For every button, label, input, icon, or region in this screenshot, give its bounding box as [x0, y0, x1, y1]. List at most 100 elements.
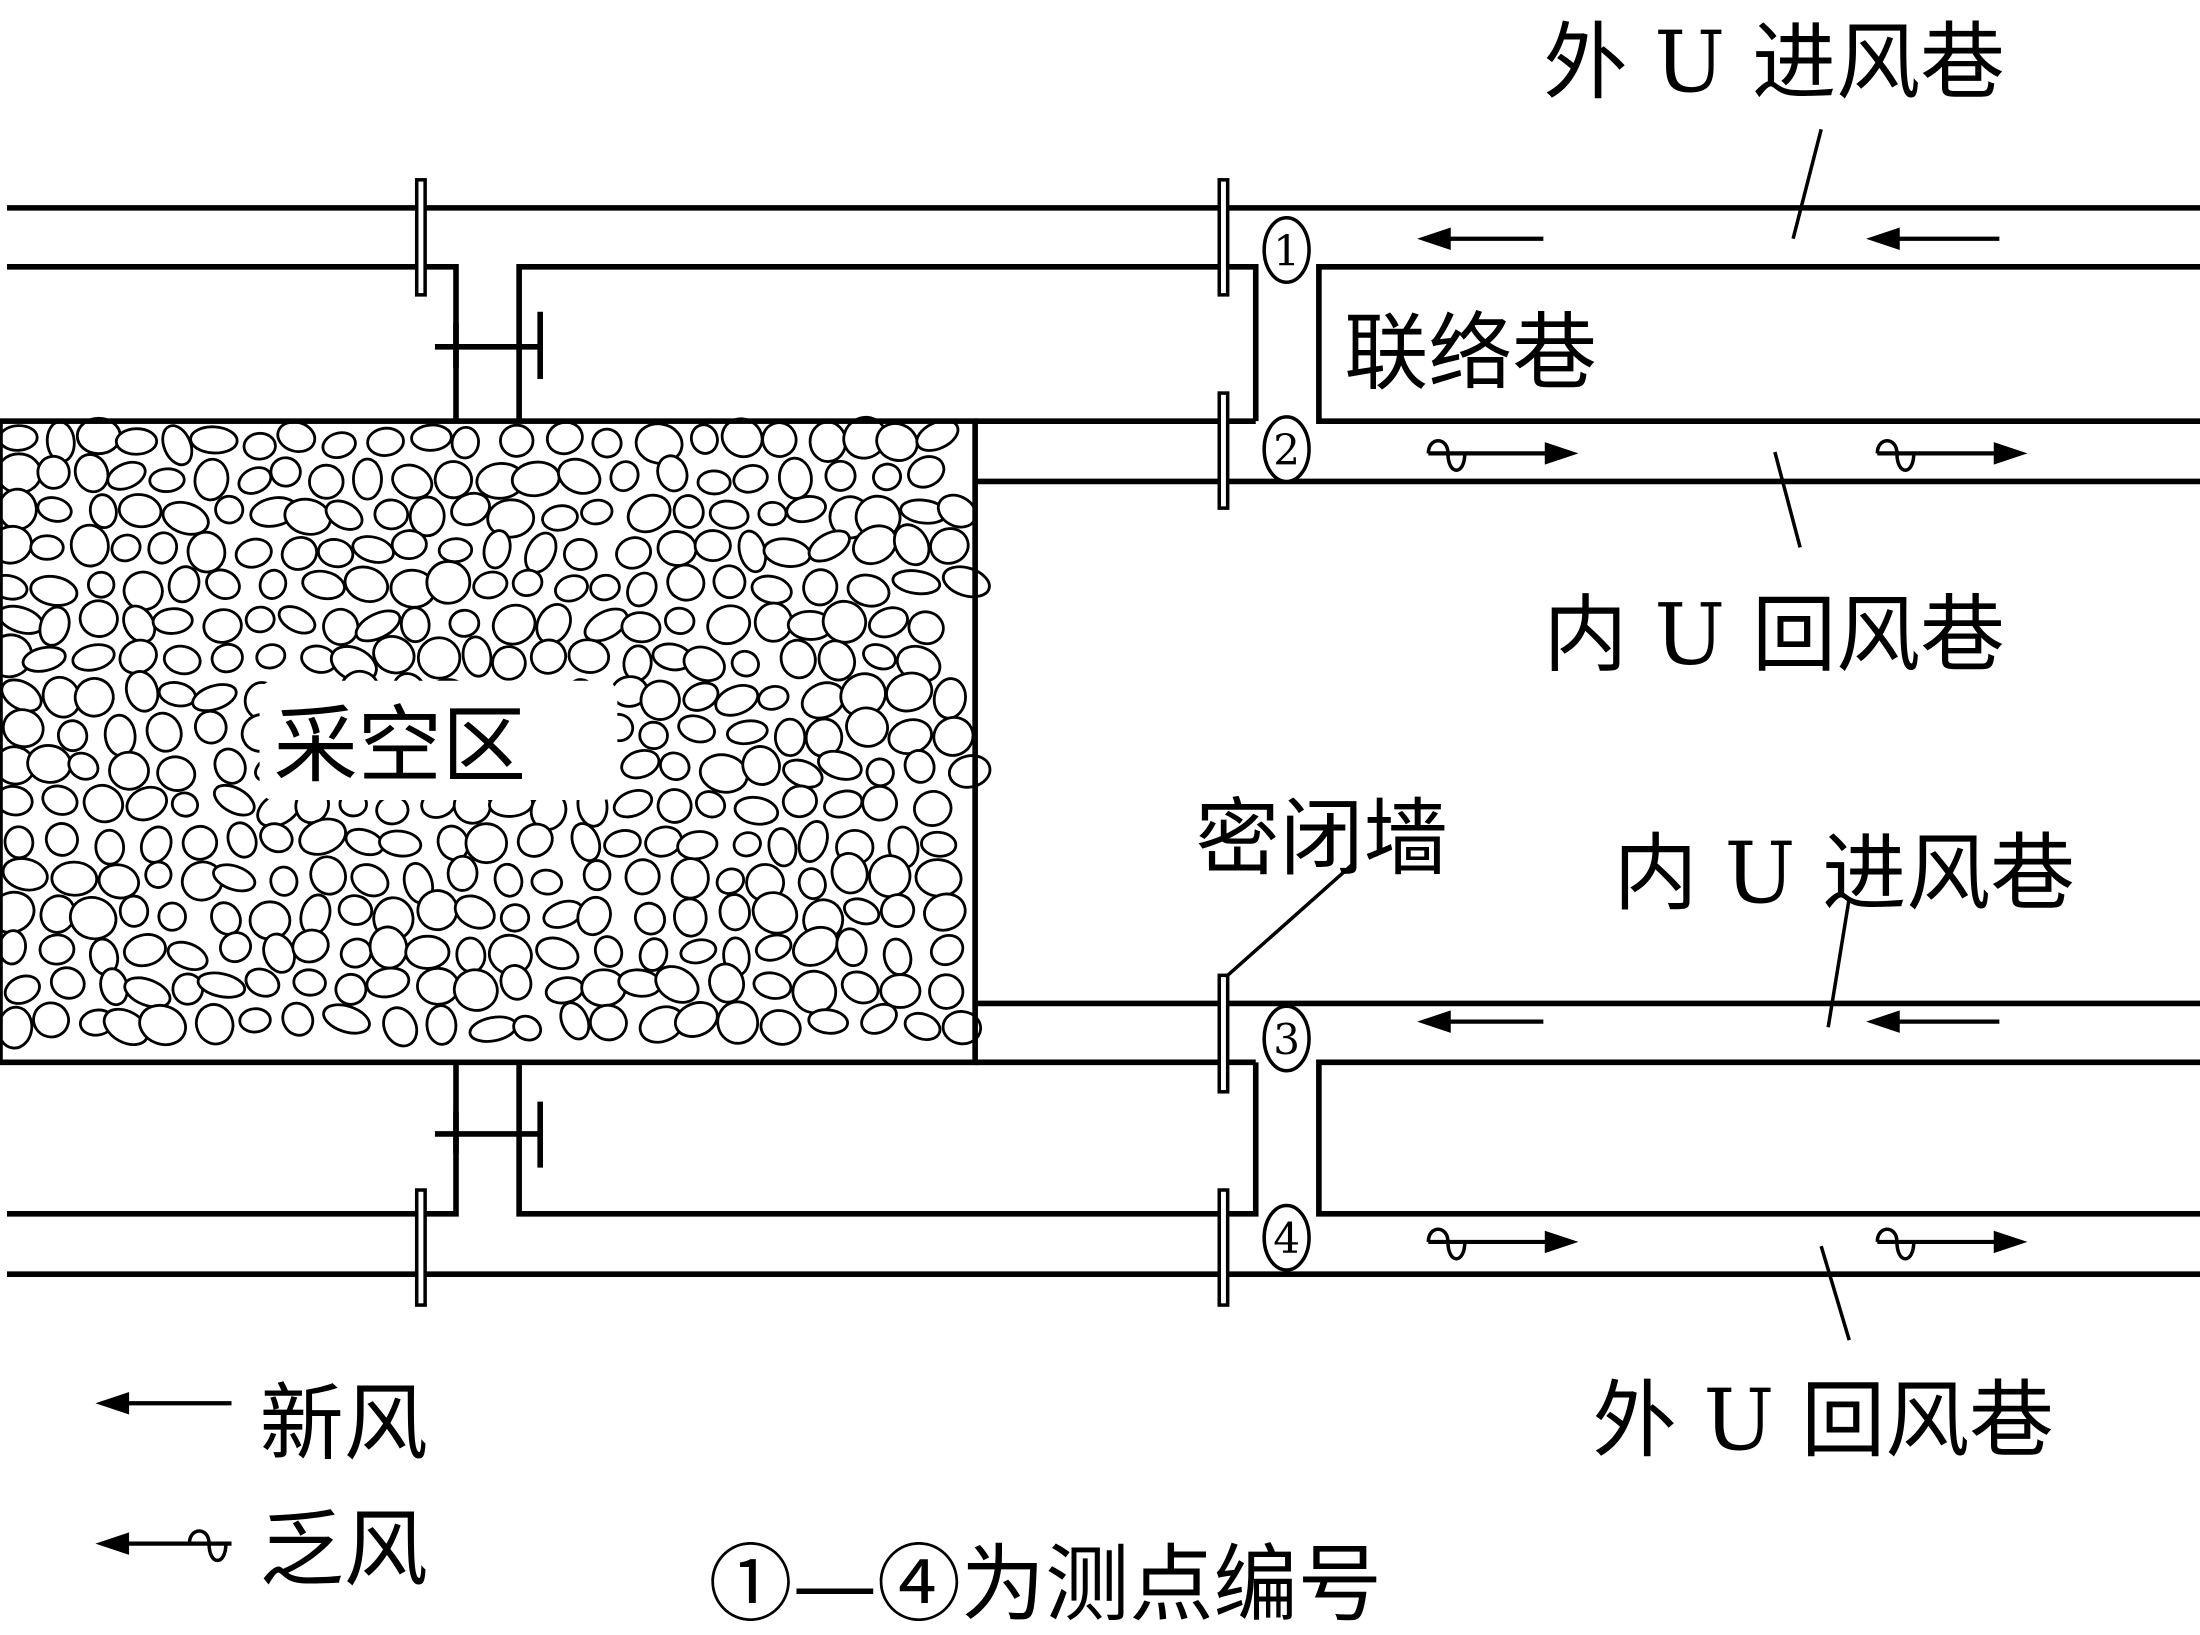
seal-wall-marker	[1217, 973, 1230, 1094]
rubble-stone	[516, 822, 554, 858]
rubble-stone	[38, 933, 76, 966]
rubble-stone	[161, 500, 210, 536]
svg-text:2: 2	[1273, 426, 1300, 475]
rubble-stone	[689, 423, 719, 455]
rubble-stone	[1, 857, 49, 892]
rubble-stone	[562, 538, 598, 571]
connection-roadway-label: 联络巷	[1344, 304, 1597, 402]
rubble-stone	[212, 863, 257, 893]
rubble-stone	[186, 530, 227, 574]
outer-intake-label: 外 U 进风巷	[1543, 13, 2004, 111]
rubble-stone	[194, 709, 228, 745]
stale-air-arrow	[1875, 1227, 2028, 1261]
rubble-stone	[157, 901, 187, 932]
rubble-stone	[714, 684, 760, 717]
rubble-stone	[281, 1001, 315, 1037]
rubble-stone	[97, 863, 140, 900]
point-4: 4	[1262, 1203, 1311, 1272]
outer-return-label: 外 U 回风巷	[1592, 1372, 2053, 1470]
rubble-stone	[238, 1007, 272, 1034]
rubble-stone	[751, 891, 799, 935]
rubble-stone	[913, 790, 953, 827]
rubble-stone	[754, 933, 793, 962]
rubble-stone	[835, 927, 868, 967]
svg-text:3: 3	[1273, 1015, 1300, 1064]
rubble-stone	[269, 865, 299, 897]
rubble-stone	[929, 933, 965, 967]
rubble-stone	[29, 574, 79, 607]
rubble-stone	[38, 605, 71, 647]
rubble-stone	[923, 892, 967, 932]
legend: 新风 乏风 ①—④为测点编号	[95, 1374, 1382, 1634]
rubble-stone	[620, 611, 662, 644]
fresh-air-arrow	[1866, 1010, 2000, 1033]
point-1: 1	[1262, 215, 1311, 284]
rubble-stone	[255, 643, 287, 670]
rubble-stone	[373, 498, 410, 531]
rubble-stone	[767, 827, 798, 868]
rubble-stone	[928, 973, 965, 1010]
rubble-stone	[352, 457, 383, 501]
rubble-stone	[351, 535, 395, 564]
rubble-stone	[73, 453, 110, 494]
rubble-stone	[0, 784, 34, 817]
rubble-stone	[752, 971, 793, 1000]
rubble-stone	[366, 426, 405, 457]
rubble-stone	[448, 608, 481, 638]
rubble-stone	[792, 925, 839, 967]
rubble-stone	[620, 749, 661, 780]
rubble-stone	[732, 831, 762, 858]
rubble-stone	[626, 493, 672, 534]
rubble-stone	[861, 784, 898, 822]
rubble-stone	[205, 568, 241, 600]
rubble-stone	[322, 607, 360, 646]
rubble-stone	[36, 454, 71, 490]
rubble-stone	[138, 1003, 187, 1047]
rubble-stone	[404, 934, 451, 970]
rubble-stone	[248, 900, 292, 941]
rubble-stone	[830, 852, 869, 895]
rubble-stone	[583, 607, 629, 643]
rubble-stone	[193, 457, 230, 502]
rubble-stone	[797, 820, 829, 863]
rubble-stone	[757, 500, 788, 527]
rubble-stone	[78, 599, 119, 638]
fresh-air-arrow	[1417, 227, 1544, 250]
rubble-stone	[626, 571, 658, 608]
goaf-area: 采空区	[0, 415, 992, 1066]
rubble-stone	[118, 638, 158, 675]
rubble-stone	[733, 795, 780, 826]
rubble-stone	[242, 431, 277, 461]
rubble-stone	[656, 788, 693, 824]
rubble-stone	[292, 968, 327, 997]
rubble-stone	[365, 966, 411, 999]
rubble-stone	[644, 825, 683, 858]
rubble-stone	[633, 901, 666, 936]
rubble-stone	[779, 638, 817, 680]
inner-return-label: 内 U 回风巷	[1543, 586, 2004, 684]
rubble-stone	[785, 495, 827, 524]
rubble-stone	[511, 568, 544, 597]
rubble-stone	[82, 783, 125, 824]
rubble-stone	[433, 460, 473, 500]
fresh-air-arrow	[1417, 1010, 1544, 1033]
rubble-stone	[226, 821, 258, 859]
rubble-stone	[382, 1006, 419, 1048]
door-marker	[1217, 178, 1230, 297]
rubble-stone	[372, 635, 416, 675]
rubble-stone	[86, 570, 116, 599]
airflow-arrows	[1417, 227, 2028, 1261]
rubble-stone	[499, 964, 533, 1001]
inner-intake-label: 内 U 进风巷	[1614, 824, 2075, 922]
rubble-stone	[425, 1004, 458, 1046]
rubble-stone	[269, 456, 302, 488]
rubble-stone	[343, 565, 390, 603]
rubble-stone	[308, 463, 345, 500]
rubble-stone	[202, 608, 243, 644]
rubble-stone	[559, 1001, 591, 1041]
rubble-stone	[588, 1003, 628, 1042]
rubble-stone	[759, 1009, 802, 1046]
rubble-stone	[730, 649, 760, 678]
rubble-stone	[716, 1000, 760, 1045]
rubble-stone	[118, 894, 150, 928]
